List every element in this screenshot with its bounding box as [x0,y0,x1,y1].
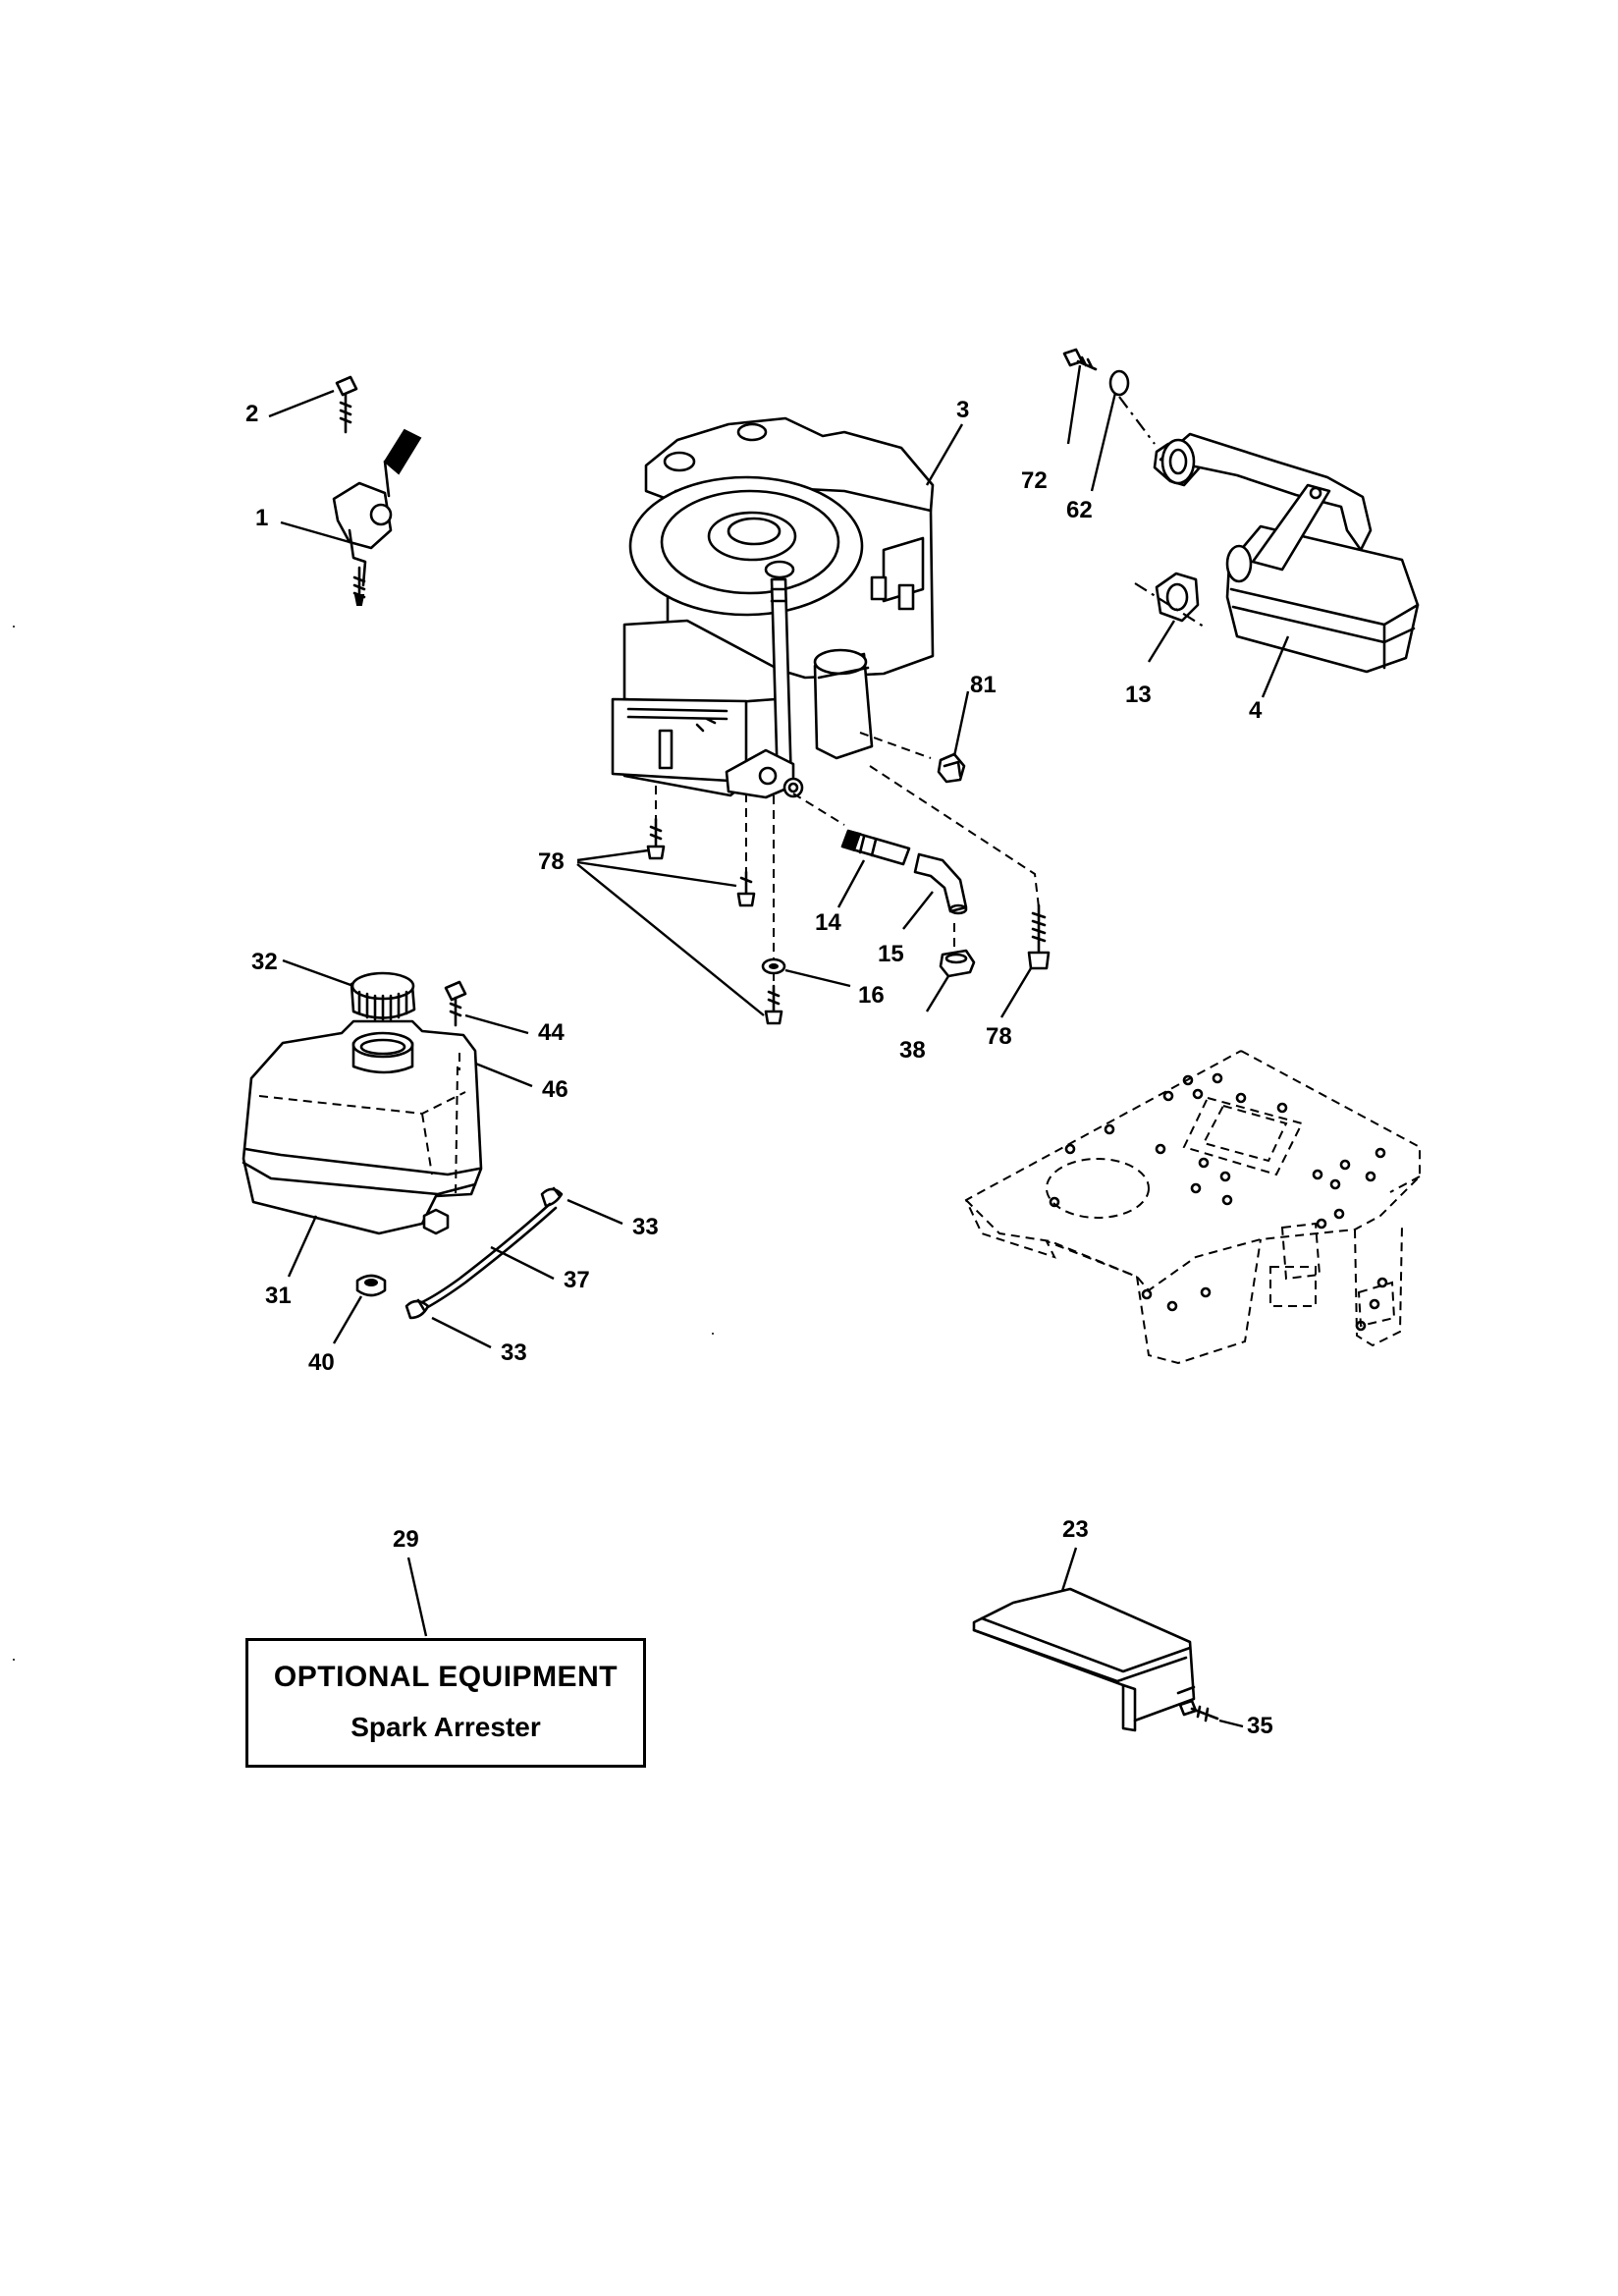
callout-31: 31 [265,1283,292,1309]
callout-23: 23 [1062,1516,1089,1543]
stray-dot [13,626,15,628]
callout-62: 62 [1066,497,1093,523]
callout-1: 1 [255,505,269,531]
callout-35: 35 [1247,1713,1273,1739]
callout-78-right: 78 [986,1023,1012,1050]
engine-drawing [611,416,964,799]
callout-32: 32 [251,949,278,975]
callout-44: 44 [538,1019,565,1046]
callout-33-upper: 33 [632,1214,659,1240]
callout-46: 46 [542,1076,568,1103]
muffler-drawing [1062,348,1420,698]
stray-dot [13,1659,15,1661]
callout-16: 16 [858,982,885,1009]
callout-40: 40 [308,1349,335,1376]
callout-81: 81 [970,672,997,698]
callout-37: 37 [564,1267,590,1293]
spark-arrester-label: Spark Arrester [351,1712,541,1742]
callout-2: 2 [245,401,259,427]
callout-33-lower: 33 [501,1339,527,1366]
callout-3: 3 [956,397,970,423]
heat-shield-drawing [972,1547,1244,1732]
callout-14: 14 [815,909,841,936]
fuel-tank-drawing [242,958,623,1349]
optional-equipment-heading: OPTIONAL EQUIPMENT [273,1661,619,1693]
callout-72: 72 [1021,467,1048,494]
stray-dot [712,1333,714,1335]
callout-29: 29 [393,1526,419,1553]
callout-38: 38 [899,1037,926,1064]
box-leader-line [406,1557,428,1637]
callout-15: 15 [878,941,904,967]
callout-78-left: 78 [538,848,565,875]
drain-parts-drawing [576,690,1051,1025]
callout-13: 13 [1125,682,1152,708]
mounting-frame-drawing [964,1050,1421,1365]
callout-4: 4 [1249,697,1263,724]
throttle-control-drawing [268,375,422,606]
optional-equipment-box: OPTIONAL EQUIPMENT Spark Arrester [245,1638,646,1768]
